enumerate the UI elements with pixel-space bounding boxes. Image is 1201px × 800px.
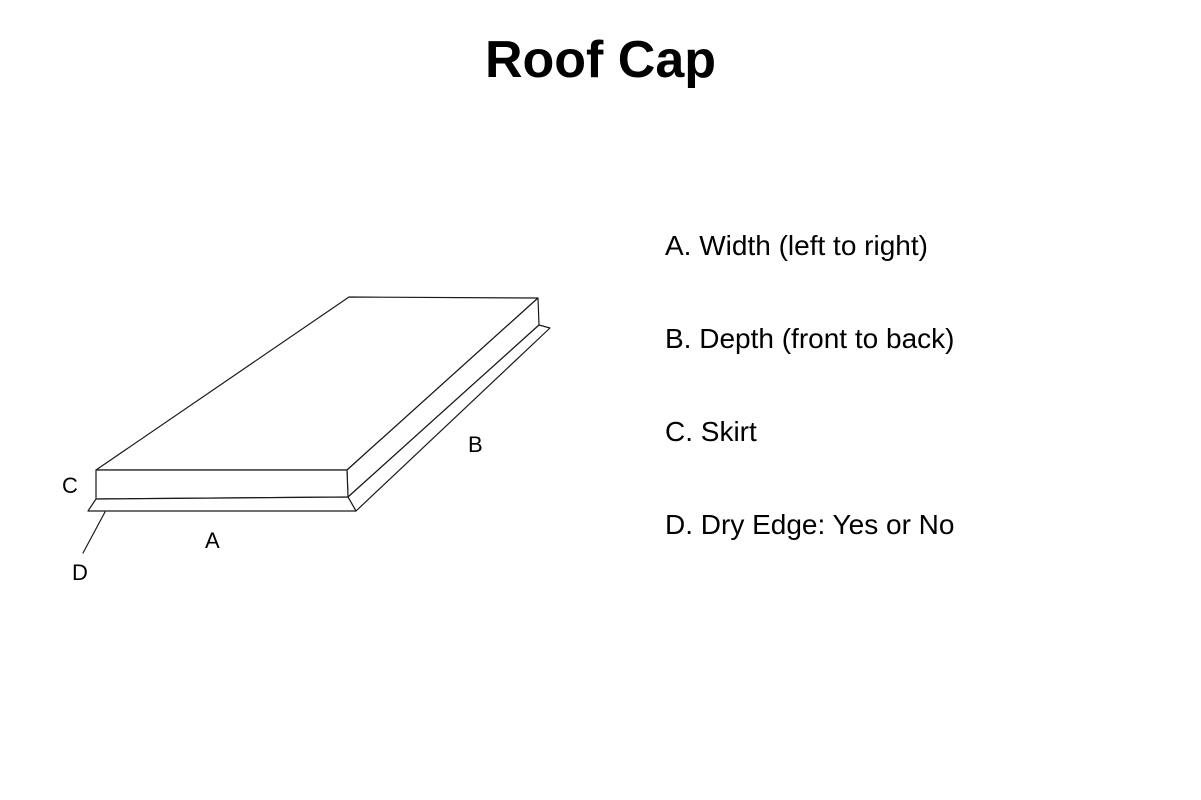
legend-item-width: A. Width (left to right) <box>665 230 928 261</box>
legend-item-depth: B. Depth (front to back) <box>665 323 955 354</box>
label-d-leader-line <box>82 511 106 554</box>
diagram-label-a: A <box>205 528 220 553</box>
legend: A. Width (left to right) B. Depth (front… <box>665 231 954 603</box>
cap-front-dry-edge-flare <box>87 496 357 512</box>
legend-item-skirt: C. Skirt <box>665 416 757 447</box>
diagram-label-d: D <box>72 560 88 585</box>
diagram-label-c: C <box>62 473 78 498</box>
legend-item-dry-edge: D. Dry Edge: Yes or No <box>665 509 955 540</box>
page-title: Roof Cap <box>484 31 717 89</box>
diagram-label-b: B <box>468 432 483 457</box>
cap-front-skirt-face <box>95 469 349 500</box>
